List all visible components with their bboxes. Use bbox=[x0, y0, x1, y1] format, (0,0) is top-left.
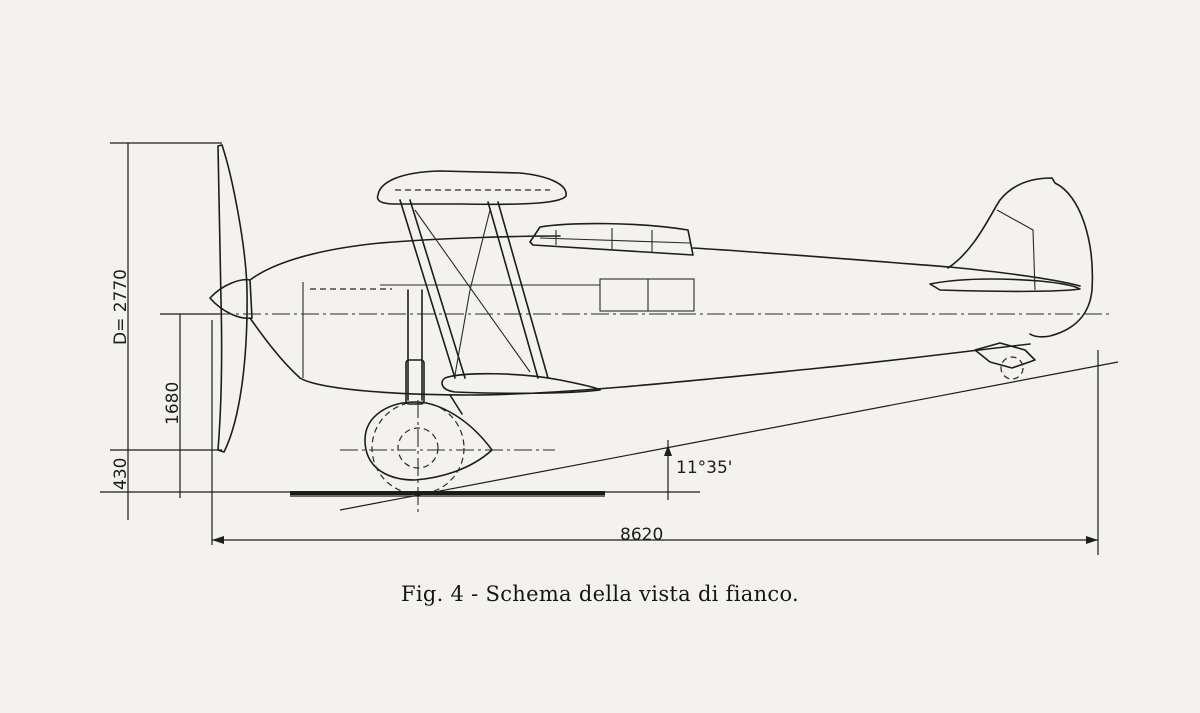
tail bbox=[929, 177, 1094, 380]
length-dimension bbox=[212, 350, 1099, 555]
ground-clearance-label: 430 bbox=[111, 458, 131, 490]
figure-caption: Fig. 4 - Schema della vista di fianco. bbox=[400, 582, 800, 606]
propeller bbox=[209, 144, 253, 453]
lower-wing bbox=[441, 372, 601, 395]
fuselage bbox=[249, 222, 1081, 396]
angle-dimension bbox=[664, 440, 672, 500]
upper-wing bbox=[376, 170, 567, 206]
axis-height-label: 1680 bbox=[163, 382, 183, 425]
landing-gear bbox=[340, 289, 555, 515]
ground-angle-line bbox=[339, 361, 1119, 511]
overall-length-label: 8620 bbox=[620, 525, 663, 545]
wing-struts bbox=[399, 199, 549, 379]
ground bbox=[100, 491, 700, 497]
vertical-dimensions bbox=[110, 142, 222, 545]
propeller-diameter-label: D= 2770 bbox=[111, 269, 131, 345]
ground-angle-label: 11°35' bbox=[676, 458, 732, 478]
